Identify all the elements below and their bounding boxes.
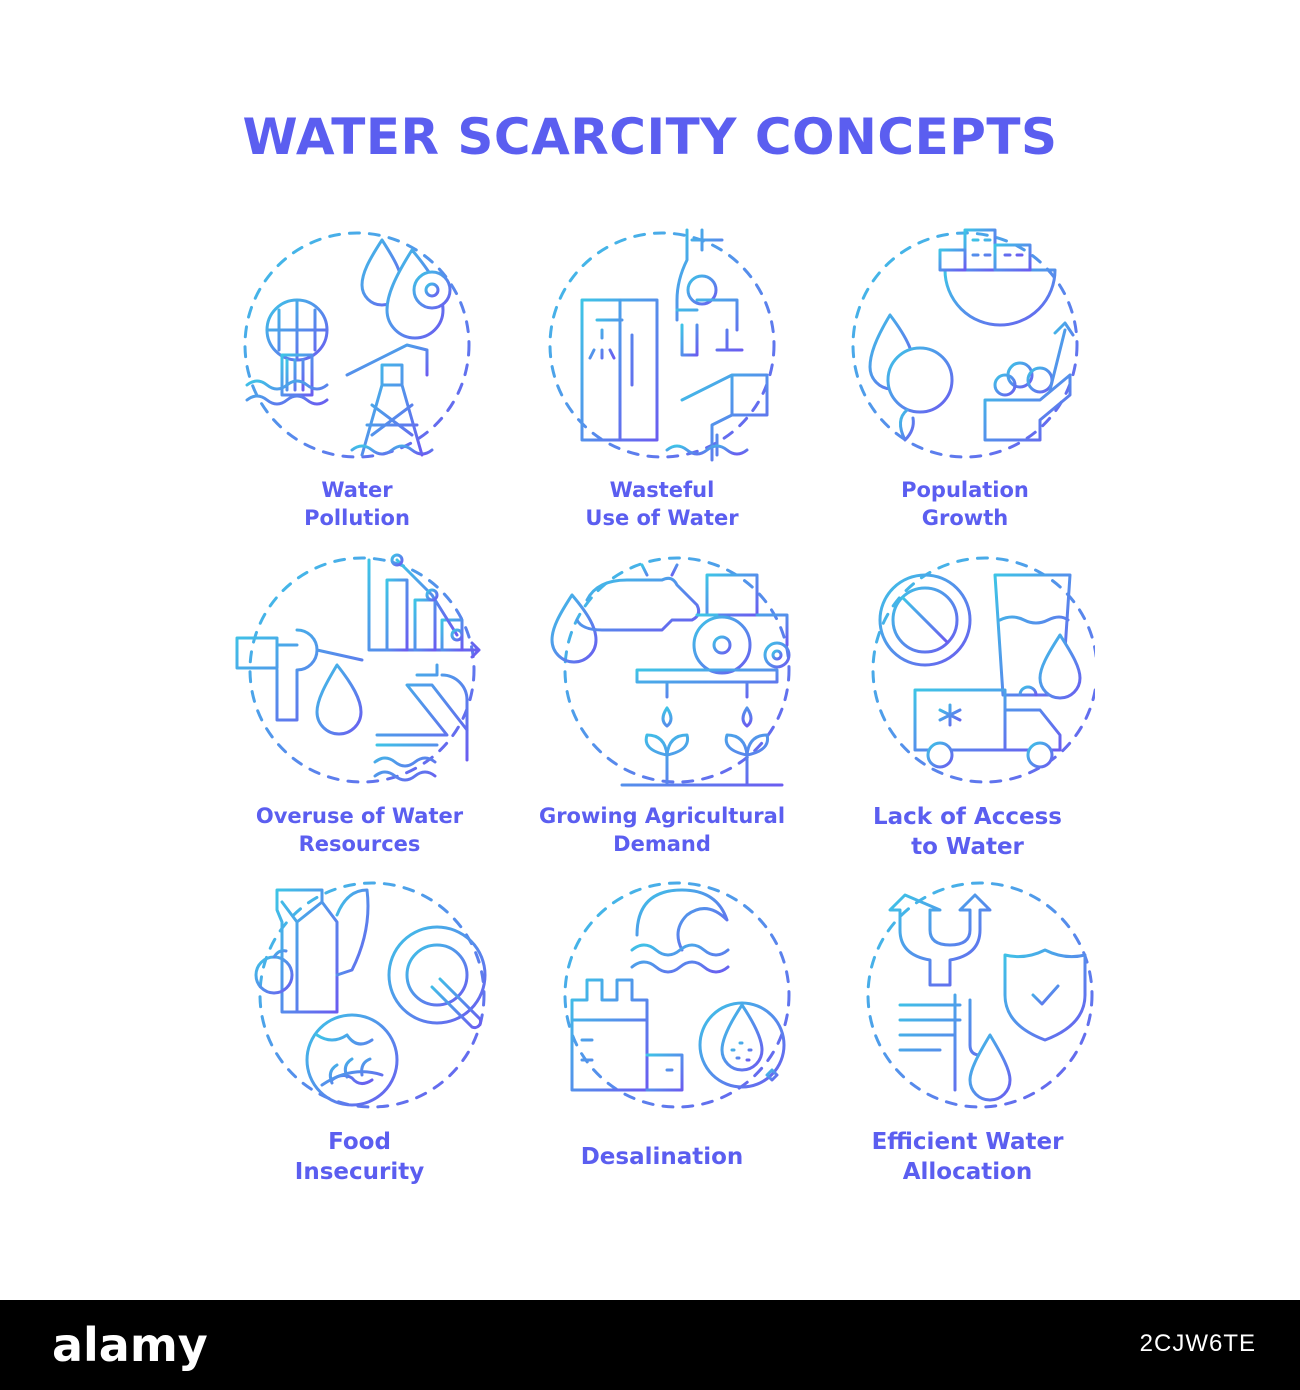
concept-agricultural-demand [512, 550, 812, 790]
concept-overuse-resources [207, 550, 507, 790]
concept-population-growth [815, 225, 1115, 465]
water-pollution-icon [243, 231, 471, 459]
water-allocation-icon [866, 881, 1094, 1109]
population-growth-icon [851, 228, 1079, 459]
concept-label-desalination: Desalination [580, 1144, 744, 1170]
concept-lack-of-access [815, 550, 1115, 790]
concept-wasteful-use [512, 225, 812, 465]
lack-of-access-icon [871, 556, 1095, 784]
brand-logo: alamy [52, 1318, 208, 1372]
agricultural-demand-icon [550, 556, 791, 787]
concept-water-allocation [815, 875, 1115, 1115]
concept-desalination [512, 875, 812, 1115]
image-id: 2CJW6TE [1139, 1330, 1256, 1357]
food-insecurity-icon [254, 881, 487, 1109]
watermark-footer: alamy 2CJW6TE [0, 1300, 1300, 1390]
concept-water-pollution [207, 225, 507, 465]
desalination-icon [563, 881, 791, 1109]
overuse-resources-icon [235, 553, 481, 784]
wasteful-water-use-icon [548, 228, 776, 462]
concept-food-insecurity [207, 875, 507, 1115]
page-title: WATER SCARCITY CONCEPTS [242, 108, 1058, 166]
